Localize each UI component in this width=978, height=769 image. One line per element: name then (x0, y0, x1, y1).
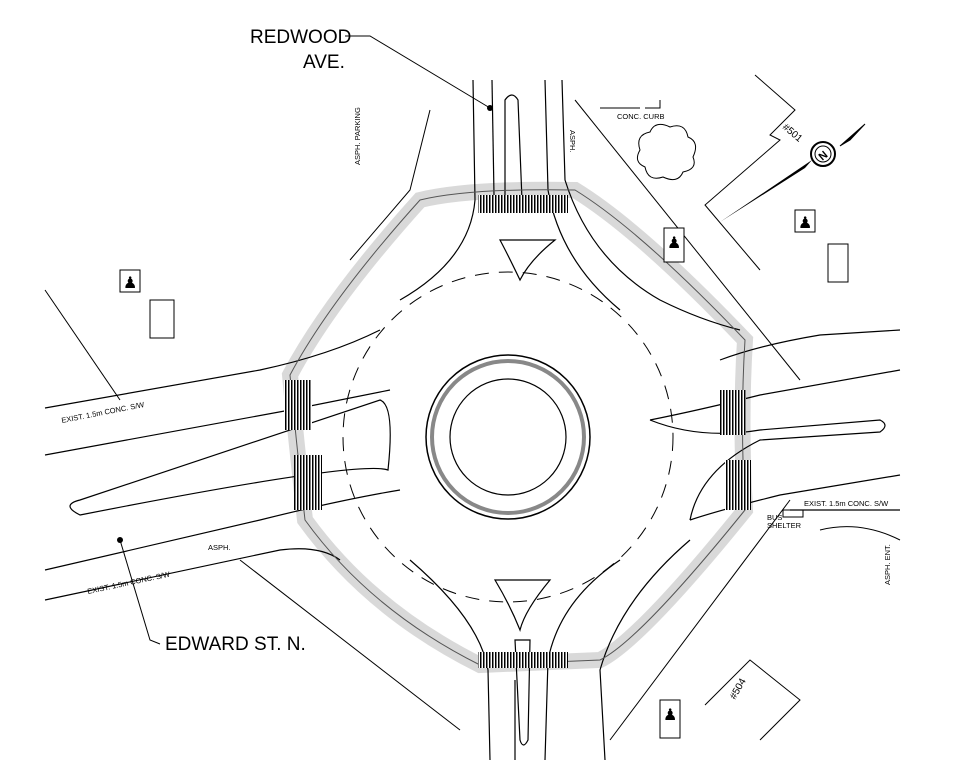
tree-icon (636, 123, 697, 181)
central-island (425, 354, 591, 520)
conc-curb-label: CONC. CURB (617, 112, 665, 121)
asph-parking-label: ASPH. PARKING (353, 107, 362, 165)
bus-shelter (782, 509, 804, 518)
street-label-ave: AVE. (303, 52, 345, 73)
asph-southwest-label: ASPH. (208, 543, 231, 552)
asph-north-label: ASPH. (568, 130, 577, 153)
road-edges (44, 79, 901, 761)
bus-shelter-label-1: BUS (767, 513, 782, 522)
pedestrian-crossing-signs: ♟ ♟ ♟ ♟ (119, 209, 849, 739)
svg-text:♟: ♟ (123, 275, 137, 292)
sidewalk-east-label: EXIST. 1.5m CONC. S/W (804, 499, 889, 508)
street-name-north: REDWOOD AVE. (250, 27, 493, 111)
svg-text:♟: ♟ (663, 707, 677, 724)
sidewalk-west-bottom-label: EXIST. 1.5m CONC. S/W (87, 569, 172, 595)
crosswalks (284, 195, 751, 668)
svg-text:♟: ♟ (798, 215, 812, 232)
street-name-west: EDWARD ST. N. (117, 537, 306, 655)
property-lines (44, 74, 901, 741)
sidewalk-west-top-label: EXIST. 1.5m CONC. S/W (61, 400, 146, 425)
street-label-redwood: REDWOOD (250, 27, 351, 48)
bus-shelter-label-2: SHELTER (767, 521, 802, 530)
north-arrow-icon: N (720, 123, 866, 222)
svg-text:♟: ♟ (667, 235, 681, 252)
lot-504-label: #504 (728, 676, 749, 701)
lot-501-label: #501 (780, 122, 804, 145)
street-label-edward: EDWARD ST. N. (165, 634, 306, 655)
asph-ent-label: ASPH. ENT. (883, 544, 892, 585)
